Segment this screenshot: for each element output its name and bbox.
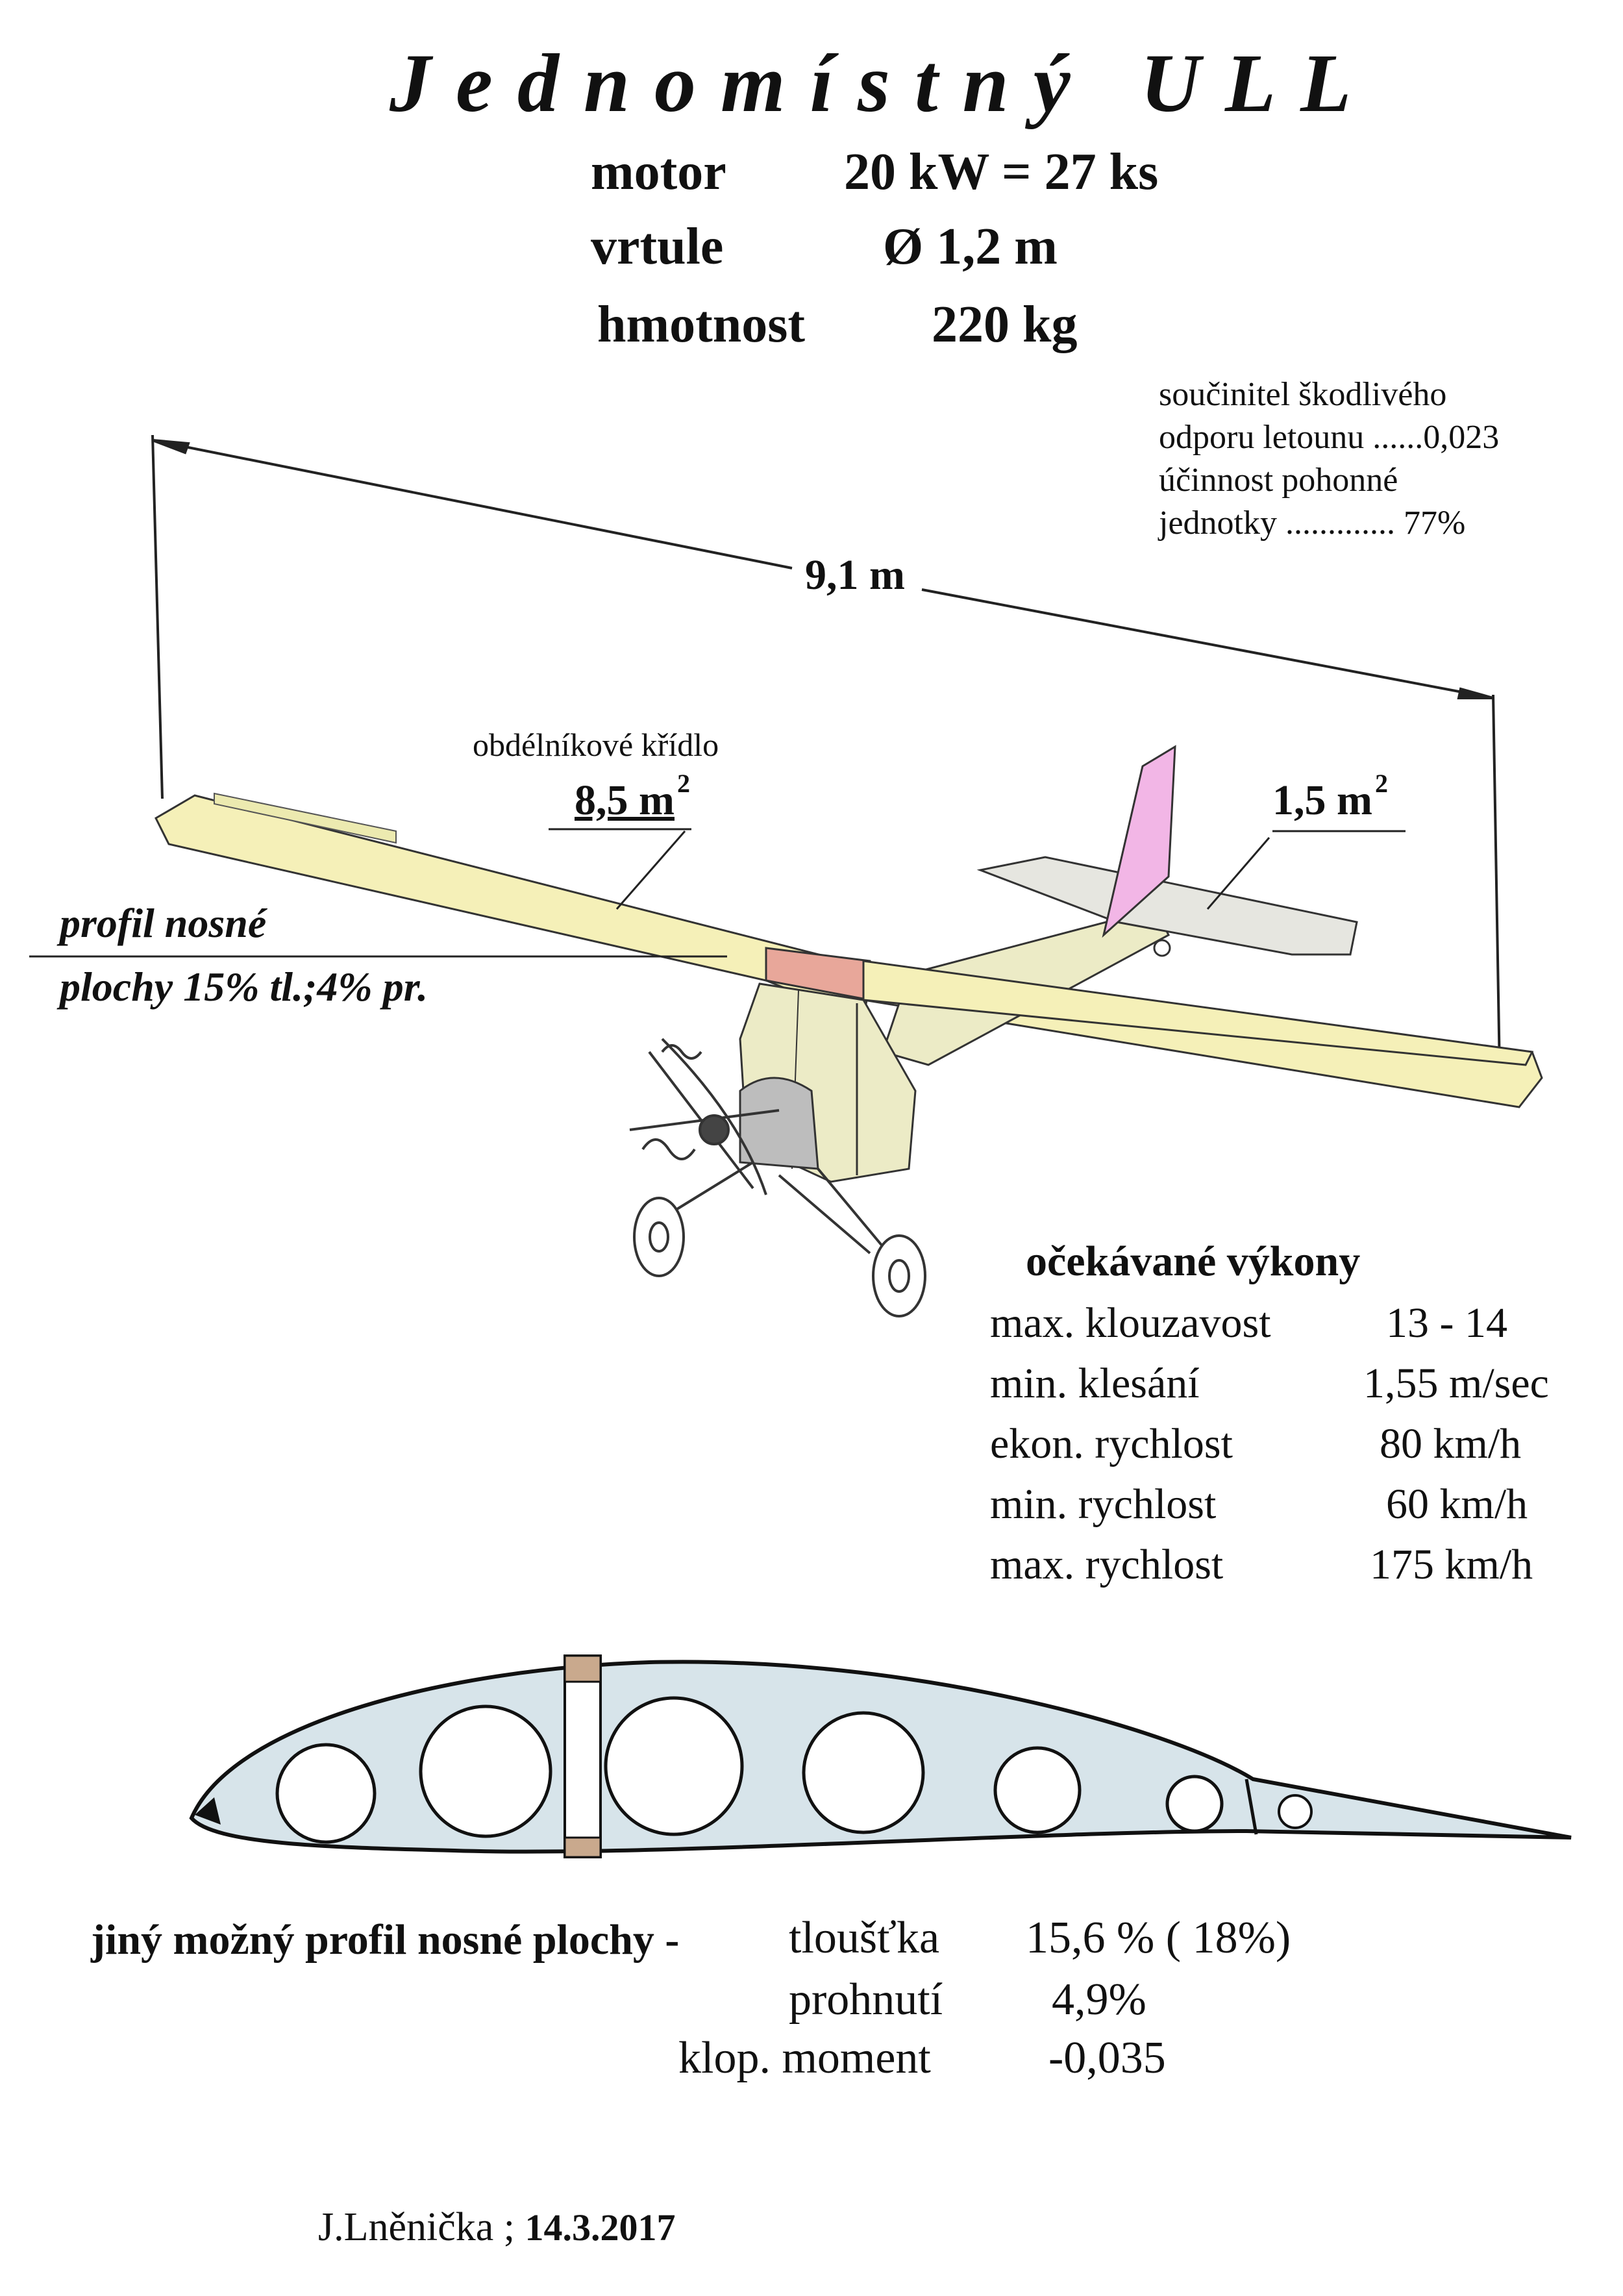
wing-profile-label-line1: profil nosné <box>60 900 267 946</box>
performance-title: očekávané výkony <box>1026 1238 1361 1285</box>
wing-type-label: obdélníkové křídlo <box>473 727 719 763</box>
page-title: Jednomístný ULL <box>390 37 1376 129</box>
performance-value: 1,55 m/sec <box>1363 1360 1549 1407</box>
alt-profile-title: jiný možný profil nosné plochy - <box>91 1916 680 1964</box>
performance-value: 13 - 14 <box>1386 1299 1507 1347</box>
performance-label: min. rychlost <box>990 1480 1217 1528</box>
alt-profile-label: tloušťka <box>789 1913 940 1963</box>
propeller <box>629 1038 780 1195</box>
spec-value-weight: 220 kg <box>932 296 1078 353</box>
alt-profile-value: -0,035 <box>1048 2033 1166 2083</box>
span-dimension <box>151 434 1501 1072</box>
alt-profile-label: klop. moment <box>678 2033 931 2083</box>
alt-profile-label: prohnutí <box>789 1975 943 2025</box>
drag-coefficient-note: součinitel škodlivého odporu letounu ...… <box>1159 376 1500 542</box>
spec-label-propeller: vrtule <box>591 218 724 275</box>
performance-label: max. klouzavost <box>990 1299 1271 1347</box>
spec-label-weight: hmotnost <box>597 296 806 353</box>
alt-profile-value: 15,6 % ( 18%) <box>1026 1913 1291 1963</box>
span-label: 9,1 m <box>805 551 905 599</box>
performance-label: min. klesání <box>990 1360 1200 1407</box>
engine-cowling <box>739 1077 819 1170</box>
spec-value-propeller: Ø 1,2 m <box>883 218 1058 275</box>
performance-label: ekon. rychlost <box>990 1420 1233 1467</box>
landing-gear <box>633 1161 926 1317</box>
spec-value-motor: 20 kW = 27 ks <box>844 144 1159 201</box>
performance-label: max. rychlost <box>990 1541 1224 1588</box>
author-signature: J.Lněnička ; 14.3.2017 <box>318 2205 676 2249</box>
alt-profile-value: 4,9% <box>1052 1975 1146 2025</box>
wing-profile-label-line2: plochy 15% tl.;4% pr. <box>60 964 428 1010</box>
vertical-fin <box>1102 745 1176 938</box>
spec-label-motor: motor <box>591 144 726 201</box>
performance-value: 60 km/h <box>1386 1480 1528 1528</box>
performance-value: 175 km/h <box>1370 1541 1533 1588</box>
airfoil-profile <box>189 1654 1572 1858</box>
performance-value: 80 km/h <box>1380 1420 1522 1467</box>
